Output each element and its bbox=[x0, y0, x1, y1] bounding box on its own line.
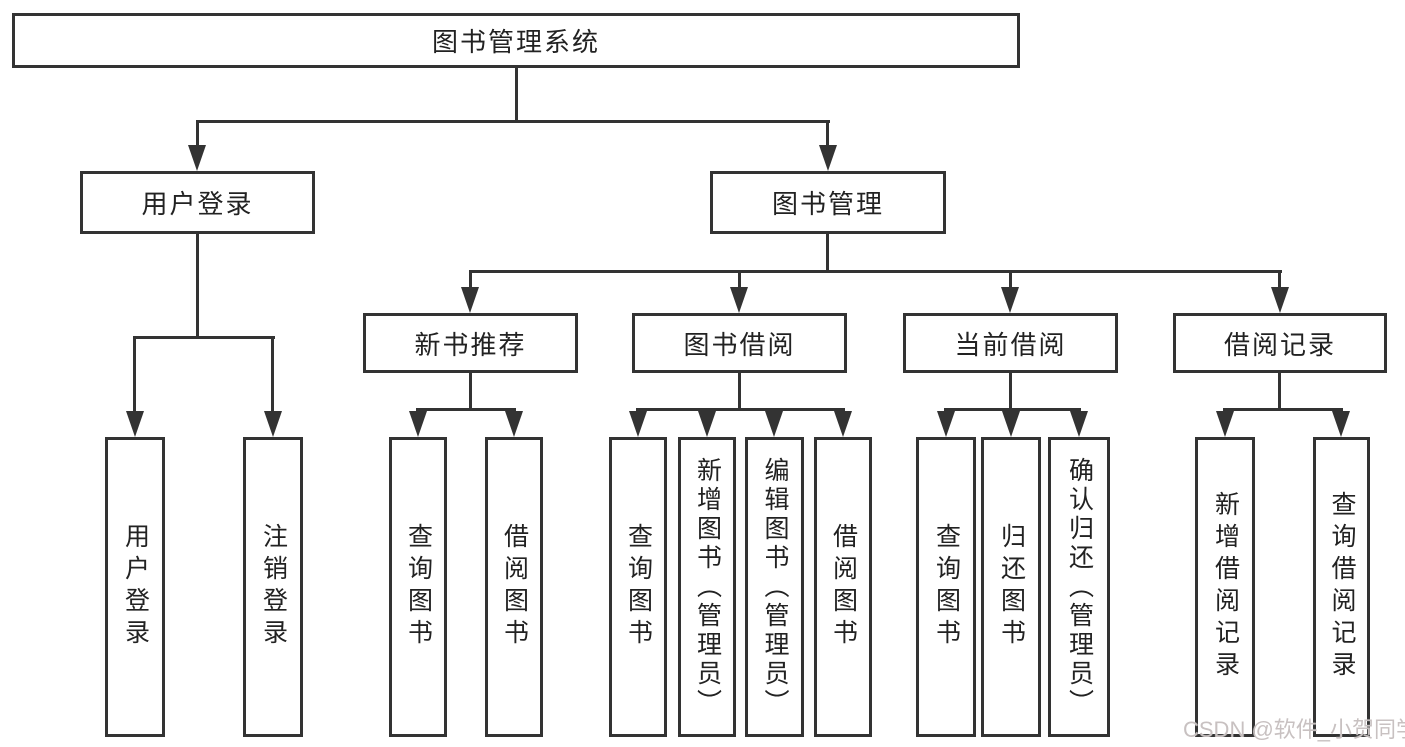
arrowhead-cb-query bbox=[937, 411, 955, 437]
node-borrow-records: 借阅记录 bbox=[1173, 313, 1387, 373]
node-borrow-records-label: 借阅记录 bbox=[1223, 329, 1336, 360]
node-bb-edit-books-label: 编辑图书（管理员） bbox=[761, 456, 789, 718]
connector-book-borrow-stem bbox=[738, 373, 741, 408]
node-bb-query-books: 查询图书 bbox=[609, 437, 667, 737]
node-bb-borrow-books: 借阅图书 bbox=[814, 437, 872, 737]
node-logout-leaf: 注销登录 bbox=[243, 437, 303, 737]
connector-user-login-rail bbox=[133, 336, 275, 339]
node-cb-confirm-return-label: 确认归还（管理员） bbox=[1065, 456, 1094, 718]
arrowhead-new-book-rec bbox=[461, 287, 479, 313]
connector-drop-borrow-records bbox=[1278, 270, 1281, 289]
node-bb-borrow-books-label: 借阅图书 bbox=[829, 523, 858, 651]
connector-root-rail bbox=[196, 120, 830, 123]
node-bb-add-books-label: 新增图书（管理员） bbox=[693, 456, 722, 718]
connector-current-borrow-stem bbox=[1009, 373, 1012, 408]
arrowhead-cb-return bbox=[1002, 411, 1020, 437]
arrowhead-rec-query bbox=[409, 411, 427, 437]
arrowhead-current-borrow bbox=[1001, 287, 1019, 313]
node-user-login-leaf: 用户登录 bbox=[105, 437, 165, 737]
node-book-borrow: 图书借阅 bbox=[632, 313, 847, 373]
node-cb-confirm-return: 确认归还（管理员） bbox=[1048, 437, 1110, 737]
node-root-label: 图书管理系统 bbox=[431, 27, 600, 57]
node-rec-query-books-label: 查询图书 bbox=[404, 523, 433, 651]
connector-borrow-records-rail bbox=[1223, 408, 1343, 411]
arrowhead-bb-query bbox=[629, 411, 647, 437]
node-user-login-label: 用户登录 bbox=[141, 189, 254, 219]
connector-root-stem bbox=[515, 68, 518, 120]
arrowhead-br-add bbox=[1216, 411, 1234, 437]
connector-drop-new-book-rec bbox=[469, 270, 472, 289]
node-br-add-record-label: 新增借阅记录 bbox=[1211, 491, 1240, 683]
node-user-login: 用户登录 bbox=[80, 171, 315, 234]
arrowhead-user-login-leaf bbox=[126, 411, 144, 437]
node-bb-query-books-label: 查询图书 bbox=[624, 523, 653, 651]
arrowhead-bb-edit bbox=[765, 411, 783, 437]
connector-root-drop-book-mgmt bbox=[826, 120, 829, 147]
connector-new-book-rec-stem bbox=[469, 373, 472, 408]
connector-root-drop-user-login bbox=[196, 120, 199, 147]
csdn-watermark: CSDN @软件_小贺同学 bbox=[1183, 717, 1405, 742]
node-cb-query-books-label: 查询图书 bbox=[932, 523, 961, 651]
connector-new-book-rec-rail bbox=[416, 408, 516, 411]
node-book-mgmt-label: 图书管理 bbox=[771, 189, 884, 219]
connector-book-mgmt-stem bbox=[826, 234, 829, 270]
node-bb-edit-books: 编辑图书（管理员） bbox=[745, 437, 804, 737]
node-new-book-rec-label: 新书推荐 bbox=[414, 329, 527, 360]
arrowhead-book-mgmt bbox=[819, 145, 837, 171]
connector-drop-logout-leaf bbox=[271, 336, 274, 413]
node-logout-leaf-label: 注销登录 bbox=[259, 523, 288, 651]
node-current-borrow: 当前借阅 bbox=[903, 313, 1118, 373]
arrowhead-br-query bbox=[1332, 411, 1350, 437]
node-cb-return-books: 归还图书 bbox=[981, 437, 1041, 737]
connector-current-borrow-rail bbox=[944, 408, 1081, 411]
arrowhead-borrow-records bbox=[1271, 287, 1289, 313]
node-br-add-record: 新增借阅记录 bbox=[1195, 437, 1255, 737]
node-rec-borrow-books: 借阅图书 bbox=[485, 437, 543, 737]
node-root: 图书管理系统 bbox=[12, 13, 1020, 68]
connector-book-mgmt-rail bbox=[469, 270, 1282, 273]
connector-user-login-stem bbox=[196, 234, 199, 336]
node-rec-borrow-books-label: 借阅图书 bbox=[500, 523, 529, 651]
node-br-query-record: 查询借阅记录 bbox=[1313, 437, 1370, 737]
node-current-borrow-label: 当前借阅 bbox=[954, 329, 1067, 360]
arrowhead-user-login bbox=[188, 145, 206, 171]
arrowhead-rec-borrow bbox=[505, 411, 523, 437]
node-book-mgmt: 图书管理 bbox=[710, 171, 946, 234]
arrowhead-bb-add bbox=[698, 411, 716, 437]
node-br-query-record-label: 查询借阅记录 bbox=[1328, 491, 1356, 683]
connector-book-borrow-rail bbox=[636, 408, 845, 411]
node-cb-return-books-label: 归还图书 bbox=[997, 523, 1026, 651]
node-user-login-leaf-label: 用户登录 bbox=[121, 523, 150, 651]
node-rec-query-books: 查询图书 bbox=[389, 437, 447, 737]
connector-drop-book-borrow bbox=[738, 270, 741, 289]
arrowhead-book-borrow bbox=[730, 287, 748, 313]
node-new-book-rec: 新书推荐 bbox=[363, 313, 578, 373]
connector-drop-current-borrow bbox=[1009, 270, 1012, 289]
node-bb-add-books: 新增图书（管理员） bbox=[678, 437, 736, 737]
connector-borrow-records-stem bbox=[1278, 373, 1281, 408]
arrowhead-bb-borrow bbox=[834, 411, 852, 437]
node-book-borrow-label: 图书借阅 bbox=[683, 329, 796, 360]
connector-drop-user-login-leaf bbox=[133, 336, 136, 413]
arrowhead-logout-leaf bbox=[264, 411, 282, 437]
arrowhead-cb-confirm bbox=[1070, 411, 1088, 437]
node-cb-query-books: 查询图书 bbox=[916, 437, 976, 737]
